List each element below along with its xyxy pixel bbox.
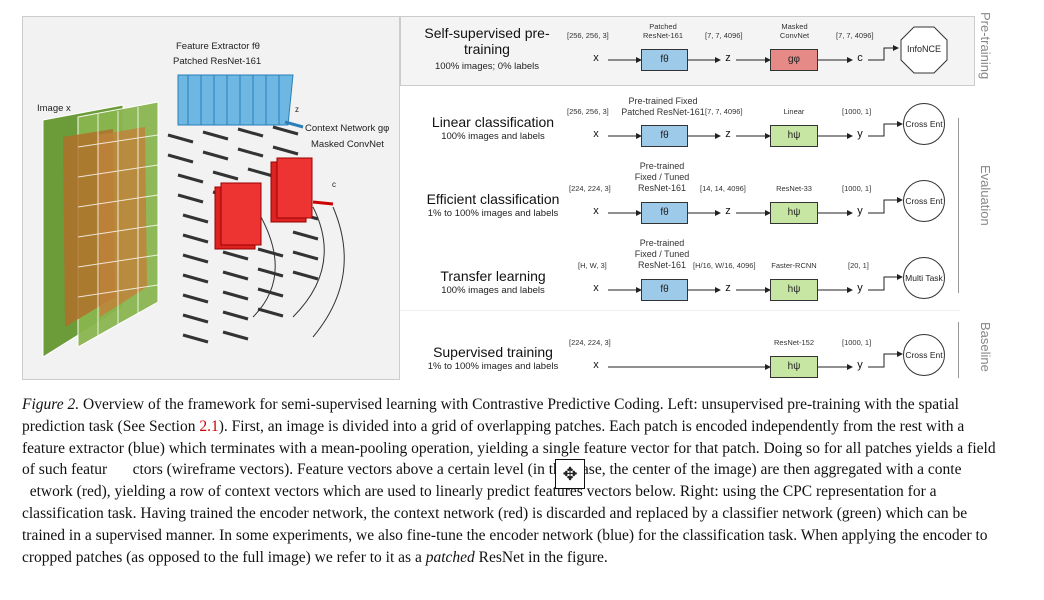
dim-in: [256, 256, 3] [567,31,609,40]
section-link[interactable]: 2.1 [199,417,219,435]
net2-label: Linear [783,107,805,116]
context-network-label: Context Network gφ [305,123,390,134]
loss-circle: Cross Ent [903,103,945,145]
feature-extractor-label: Feature Extractor fθ [176,41,260,52]
row-subtitle-pretraining: 100% images; 0% labels [434,61,540,72]
caption-occluded-text: xt n [22,461,974,501]
diagram-arrows [608,45,903,370]
var-x: x [593,359,599,371]
image-x-label: Image x [37,103,71,114]
var-x: x [593,52,599,64]
cpc-illustration-graphic [42,74,345,358]
row-subtitle-efficient: 1% to 100% images and labels [427,208,559,219]
figure-label: Figure 2. [22,396,80,413]
net1-label: Pre-trained Fixed Patched ResNet-161 [621,96,705,117]
context-box: gφ [770,49,818,71]
var-y: y [857,282,863,294]
var-y: y [857,128,863,140]
image-planes [42,101,159,358]
classifier-box: hψ [770,356,818,378]
row-subtitle-transfer: 100% images and labels [441,285,545,296]
var-x: x [593,282,599,294]
caption-occluded-text: e ve [107,461,133,479]
c-label: c [332,180,336,189]
dim-out: [20, 1] [848,261,869,270]
var-z: z [725,205,731,217]
row-title-efficient: Efficient classification [426,191,560,207]
dim-out: [7, 7, 4096] [836,31,874,40]
caption-text: Overview of the framework for semi-super… [22,396,959,435]
net2-label: Faster-RCNN [771,261,817,270]
evaluation-divider [958,118,959,293]
infonce-octagon [900,26,948,74]
figure-caption: Figure 2. Overview of the framework for … [22,394,1007,568]
dim-in: [H, W, 3] [578,261,607,270]
baseline-divider [958,322,959,378]
dim-in: [224, 224, 3] [569,184,611,193]
var-x: x [593,128,599,140]
net2-label: ResNet-152 [773,338,815,347]
caption-emphasis: patched [425,548,475,566]
masked-convnet-label: Masked ConvNet [311,139,384,150]
net2-label: ResNet-33 [776,184,812,193]
var-z: z [725,52,731,64]
caption-text: ). First, an image is divided into a gri… [22,417,996,479]
feature-extractor-stack [177,74,304,129]
row-subtitle-linear: 100% images and labels [441,131,545,142]
infonce-label: InfoNCE [906,44,941,54]
detector-box: hψ [770,279,818,301]
dim-mid: [7, 7, 4096] [705,107,743,116]
row-title-linear: Linear classification [431,114,555,130]
patched-resnet-label: Patched ResNet-161 [173,56,262,67]
loss-circle: Cross Ent [903,334,945,376]
dim-mid: [H/16, W/16, 4096] [693,261,756,270]
cpc-illustration: Image x Feature Extractor fθ Patched Res… [22,16,400,380]
var-y: y [857,205,863,217]
encoder-box: fθ [641,279,688,301]
encoder-box: fθ [641,202,688,224]
row-title-pretraining: Self-supervised pre-training [424,25,550,57]
var-y: y [857,359,863,371]
row-title-transfer: Transfer learning [440,268,546,284]
encoder-box: fθ [641,125,688,147]
loss-circle: Multi Task [903,257,945,299]
net2-label: Masked ConvNet [779,22,810,40]
encoder-box: fθ [641,49,688,71]
classifier-box: hψ [770,125,818,147]
row-subtitle-supervised: 1% to 100% images and labels [427,361,559,372]
dim-out: [1000, 1] [842,184,872,193]
z-label: z [295,105,299,114]
move-cursor-icon: ✥ [555,459,585,489]
dim-in: [256, 256, 3] [567,107,609,116]
prediction-arcs [252,206,345,338]
row-separator [400,310,960,311]
dim-out: [1000, 1] [842,338,872,347]
caption-text: ctors (wireframe vectors). Feature vecto… [132,461,962,479]
loss-circle: Cross Ent [903,180,945,222]
dim-out: [1000, 1] [842,107,872,116]
caption-text: ResNet in the figure. [474,548,608,566]
var-x: x [593,205,599,217]
net1-label: Patched ResNet-161 [642,22,684,40]
var-z: z [725,282,731,294]
dim-in: [224, 224, 3] [569,338,611,347]
caption-text: etwork (red), yielding a row of context … [22,483,988,566]
row-title-supervised: Supervised training [433,344,553,360]
dim-mid: [7, 7, 4096] [705,31,743,40]
context-network-stack [214,157,334,250]
var-c: c [857,52,863,64]
classifier-box: hψ [770,202,818,224]
net1-label: Pre-trained Fixed / Tuned ResNet-161 [634,238,690,270]
var-z: z [725,128,731,140]
dim-mid: [14, 14, 4096] [700,184,746,193]
net1-label: Pre-trained Fixed / Tuned ResNet-161 [634,161,690,193]
